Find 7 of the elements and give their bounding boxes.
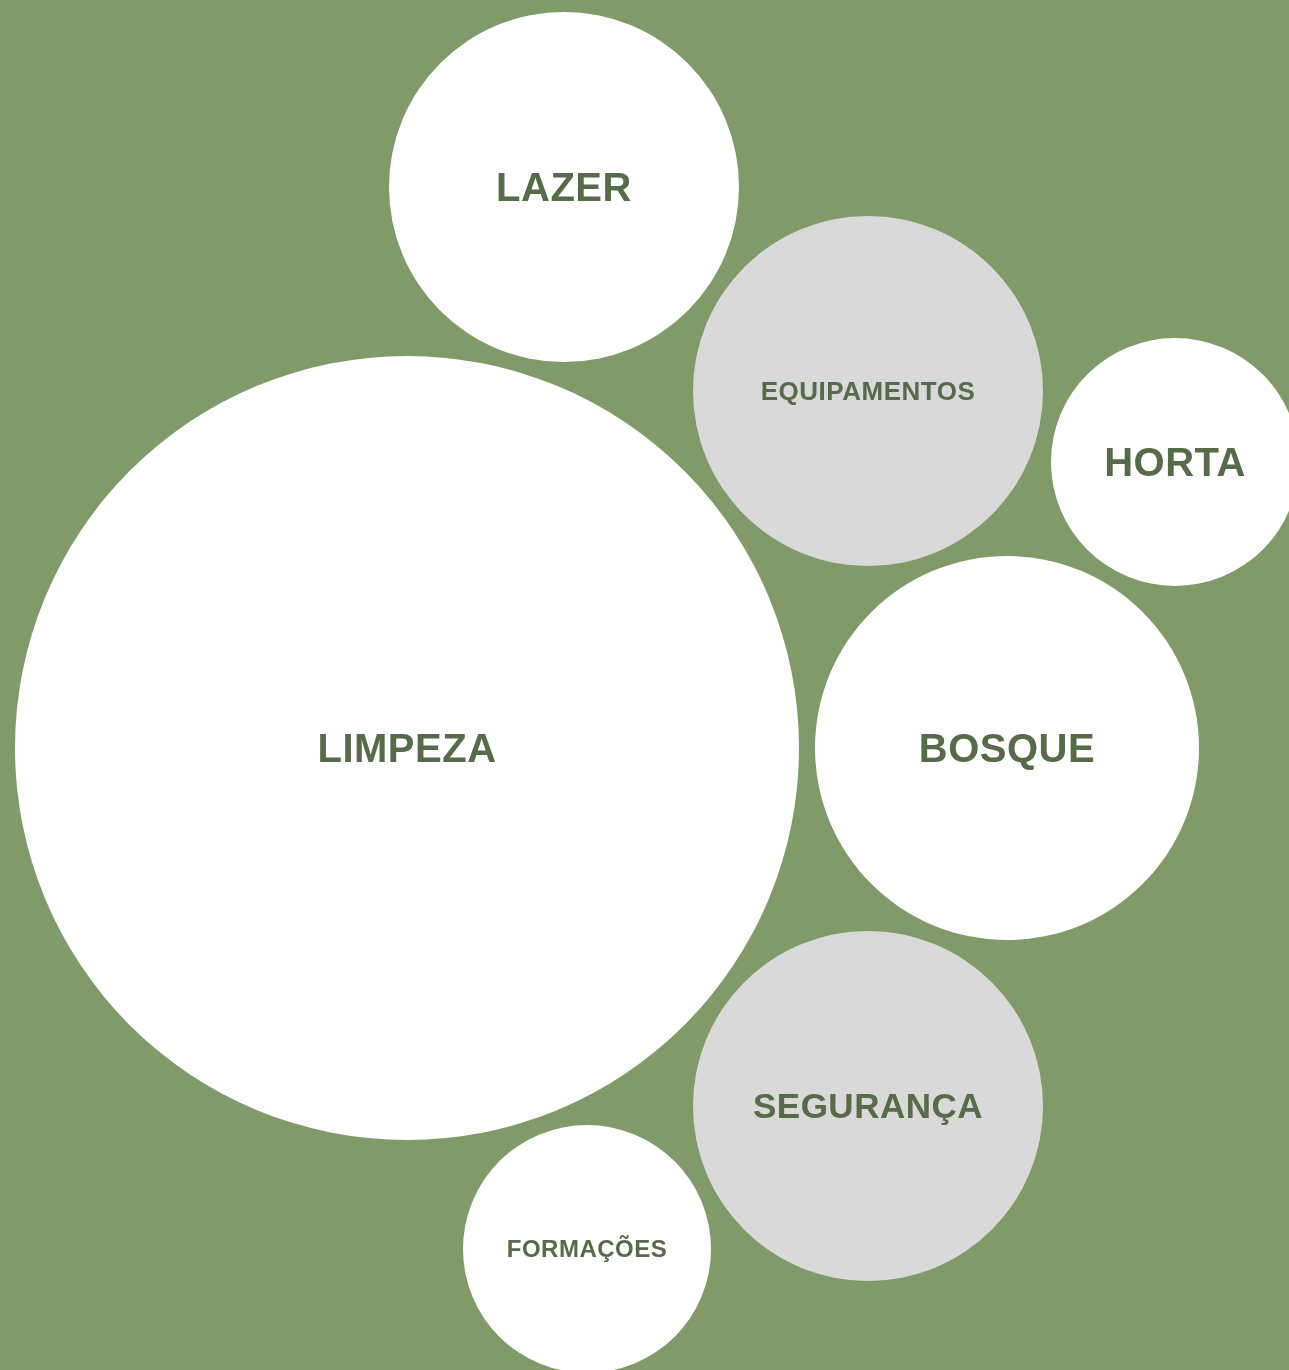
topic-label: EQUIPAMENTOS (760, 375, 976, 407)
topic-label: SEGURANÇA (752, 1086, 984, 1126)
topic-label: LIMPEZA (317, 725, 497, 771)
topic-label: BOSQUE (918, 725, 1096, 771)
topic-label: LAZER (496, 164, 632, 210)
topic-label: HORTA (1104, 439, 1246, 485)
topic-label: FORMAÇÕES (506, 1235, 668, 1263)
